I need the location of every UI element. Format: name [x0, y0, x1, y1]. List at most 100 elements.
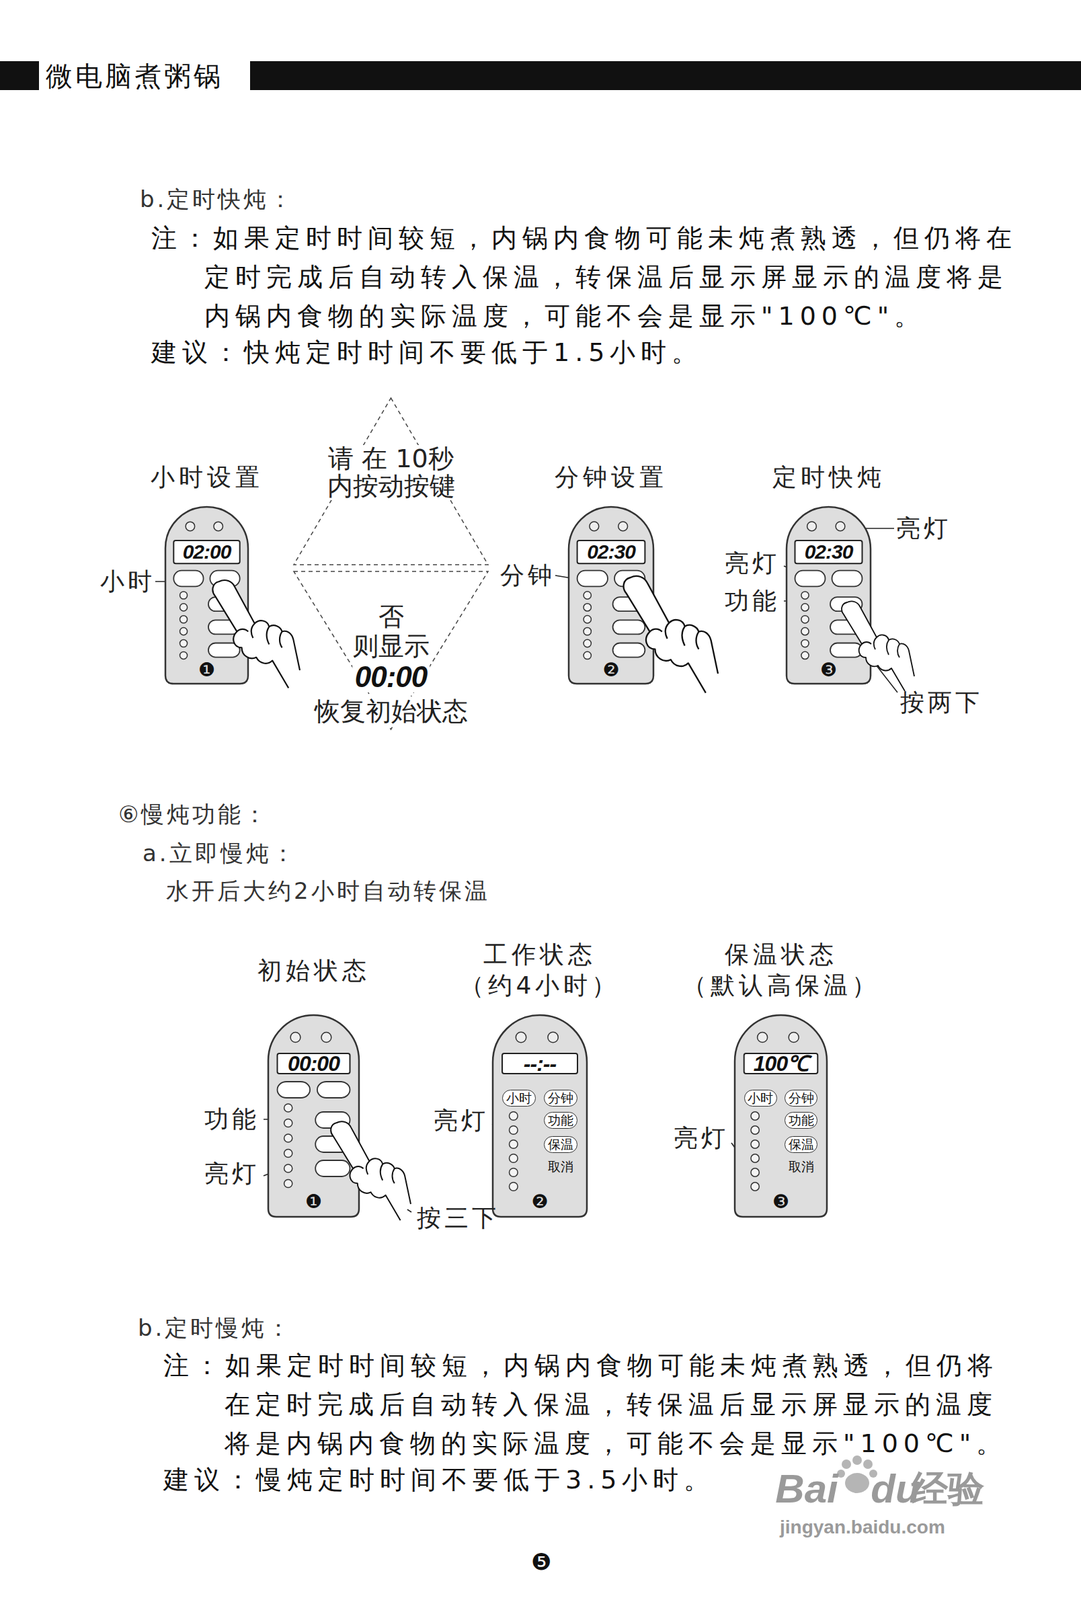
- control-panel: [268, 1015, 359, 1217]
- display-window: [502, 1053, 578, 1074]
- step-heading: 分钟设置: [554, 461, 668, 493]
- display-readout: 02:30: [577, 540, 646, 564]
- page-number: ❺: [531, 1548, 552, 1576]
- page-title: 微电脑煮粥锅: [45, 59, 224, 93]
- section-heading: b.定时慢炖：: [137, 1312, 293, 1343]
- key-button: [830, 643, 863, 658]
- led-light: [750, 1154, 759, 1163]
- callout-number: ❷: [568, 660, 654, 681]
- display-window: [795, 540, 863, 564]
- key-button: 功能: [543, 1111, 578, 1129]
- callout-label: 亮灯: [433, 1105, 489, 1136]
- key-button: [832, 570, 863, 587]
- button-label: 功能: [547, 1113, 574, 1127]
- led-light: [509, 1154, 519, 1164]
- key-button: [315, 1160, 350, 1177]
- step-heading: 小时设置: [150, 461, 264, 493]
- led-light: [583, 639, 591, 647]
- indicator-dot: [290, 1032, 301, 1043]
- key-button: [317, 1081, 351, 1098]
- watermark: jingyan.baidu.com: [779, 1516, 946, 1539]
- led-light: [583, 651, 591, 659]
- led-light: [583, 615, 591, 624]
- control-panel: [786, 506, 871, 684]
- indicator-dot: [757, 1031, 768, 1043]
- callout-label: 功能: [204, 1104, 260, 1135]
- shape-outline: [268, 1015, 359, 1217]
- led-light: [801, 615, 809, 624]
- indicator-dot: [618, 521, 628, 532]
- callout-number: ❸: [786, 660, 871, 681]
- led-light: [509, 1182, 519, 1192]
- callout-number: ❶: [268, 1190, 359, 1213]
- led-light: [180, 627, 188, 636]
- pointing-hand: [212, 580, 300, 688]
- key-button: 保温: [784, 1136, 818, 1153]
- hint-triangle: 请 在 10秒 内按动按键: [293, 397, 489, 565]
- advice-text: 建议：快炖定时时间不要低于1.5小时。: [151, 332, 703, 372]
- button-label: 功能: [788, 1113, 815, 1127]
- indicator-dot: [589, 521, 599, 532]
- indicator-dot: [321, 1032, 332, 1043]
- indicator-dot: [515, 1031, 526, 1043]
- key-button: 保温: [543, 1136, 578, 1153]
- callout-number: ❸: [734, 1190, 827, 1213]
- indicator-dot: [185, 521, 195, 532]
- callout-label: 亮灯: [673, 1123, 729, 1153]
- hint-triangle: 否 则显示00:00恢复初始状态: [293, 571, 489, 730]
- callout-label: 按两下: [900, 687, 983, 718]
- indicator-dot: [788, 1031, 799, 1043]
- led-light: [750, 1168, 759, 1177]
- pointing-hand: [330, 1121, 411, 1221]
- key-button: 分钟: [543, 1089, 578, 1107]
- section-heading: b.定时快炖：: [139, 184, 295, 214]
- section-heading: ⑥慢炖功能：: [118, 799, 269, 829]
- display-window: [744, 1053, 819, 1074]
- step-heading: 工作状态 （约4小时）: [459, 939, 621, 1002]
- callout-label: 小时: [100, 566, 156, 597]
- watermark: Bai: [775, 1467, 838, 1511]
- led-light: [801, 651, 809, 659]
- key-button: 小时: [744, 1089, 778, 1107]
- display-readout: --:--: [502, 1053, 578, 1074]
- key-button: [613, 643, 646, 658]
- led-light: [750, 1111, 759, 1120]
- led-light: [284, 1148, 293, 1157]
- display-readout: 02:00: [173, 540, 240, 564]
- hint-text: 请 在 10秒 内按动按键: [327, 445, 456, 501]
- led-light: [509, 1140, 519, 1149]
- led-light: [509, 1126, 519, 1135]
- display-readout: 02:30: [795, 540, 863, 564]
- led-light: [180, 615, 188, 624]
- pointing-hand: [841, 601, 915, 692]
- led-light: [801, 591, 809, 599]
- dashed-triangle: [293, 571, 489, 730]
- indicator-dot: [547, 1031, 558, 1043]
- dashed-triangle: [293, 397, 489, 565]
- key-button: 小时: [502, 1089, 536, 1107]
- display-window: [277, 1053, 351, 1074]
- advice-text: 建议：慢炖定时时间不要低于3.5小时。: [163, 1460, 715, 1500]
- button-label: 分钟: [788, 1091, 815, 1105]
- led-light: [801, 639, 809, 647]
- led-light: [583, 591, 591, 599]
- indicator-dot: [213, 521, 224, 532]
- led-light: [583, 603, 591, 612]
- led-light: [180, 591, 188, 599]
- callout-label: 功能: [724, 586, 780, 616]
- callout-label: 分钟: [500, 560, 556, 591]
- button-label: 取消: [788, 1159, 815, 1174]
- body-text: 水开后大约2小时自动转保温: [166, 875, 491, 906]
- key-button: 功能: [784, 1111, 818, 1129]
- indicator-dot: [835, 521, 846, 532]
- led-light: [750, 1126, 759, 1135]
- button-label: 小时: [747, 1091, 774, 1105]
- key-button: [173, 570, 204, 587]
- key-button: [277, 1081, 311, 1098]
- control-panel: 小时分钟功能保温保温状态 （默认高保温）100℃❸: [734, 1015, 827, 1217]
- led-light: [509, 1168, 519, 1178]
- led-light: [750, 1140, 759, 1149]
- button-label: 保温: [547, 1138, 574, 1151]
- display-window: [173, 540, 240, 564]
- header-bar: [0, 61, 39, 91]
